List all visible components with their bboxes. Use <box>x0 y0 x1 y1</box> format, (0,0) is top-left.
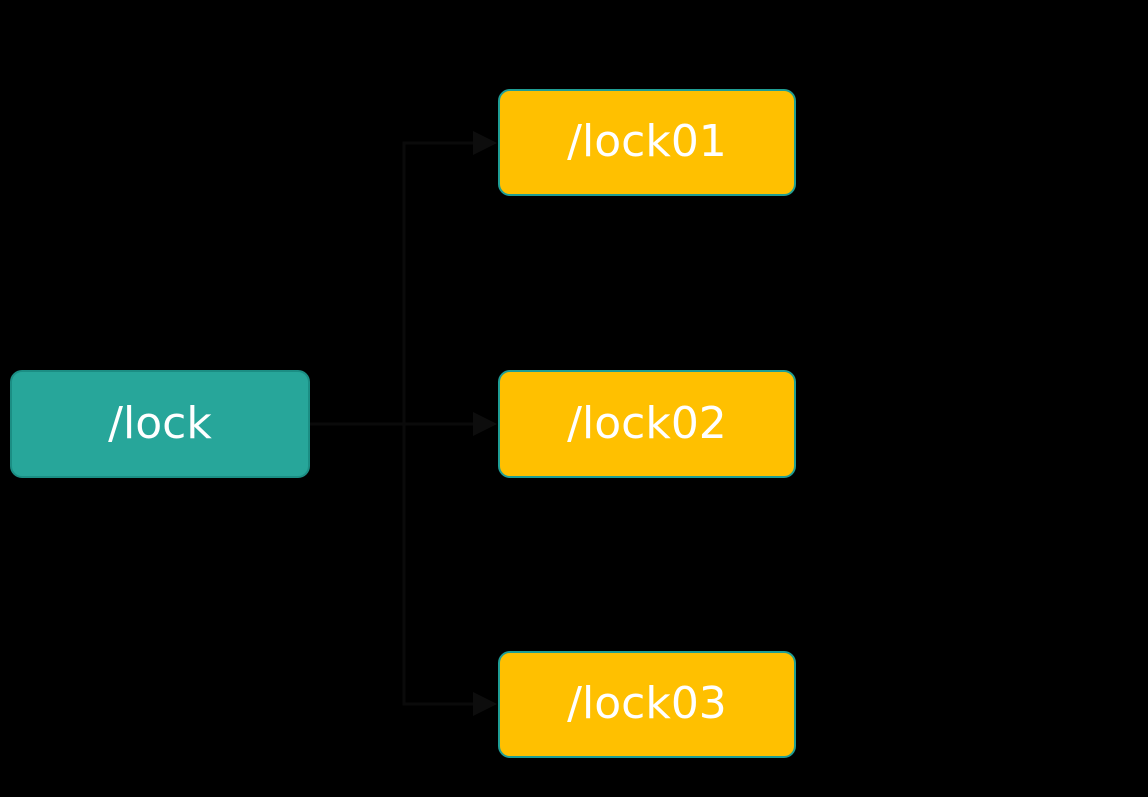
edge-lock-to-lock03 <box>310 422 497 716</box>
node-lock-label: /lock <box>108 397 212 449</box>
node-lock03[interactable]: /lock03 <box>498 651 796 758</box>
node-lock[interactable]: /lock <box>10 370 310 478</box>
node-lock02-label: /lock02 <box>567 397 727 449</box>
edge-lock-to-lock01 <box>310 131 497 426</box>
node-lock02[interactable]: /lock02 <box>498 370 796 478</box>
node-lock01-label: /lock01 <box>567 116 727 168</box>
node-lock03-label: /lock03 <box>567 678 727 730</box>
node-lock01[interactable]: /lock01 <box>498 89 796 196</box>
